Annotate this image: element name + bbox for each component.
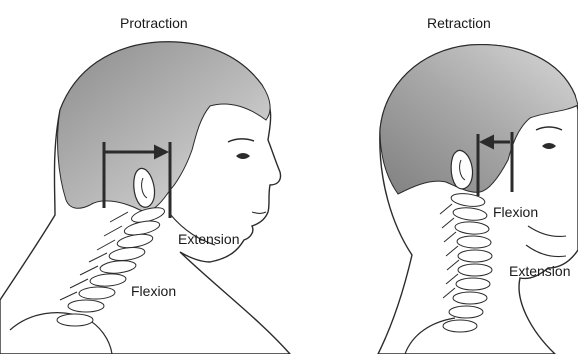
retraction-panel <box>378 45 578 354</box>
retraction-lower-label: Extension <box>509 264 570 278</box>
protraction-panel <box>0 42 290 354</box>
retraction-title: Retraction <box>427 16 491 30</box>
protraction-title: Protraction <box>120 16 188 30</box>
protraction-upper-label: Extension <box>178 232 239 246</box>
retraction-upper-label: Flexion <box>493 205 538 219</box>
protraction-lower-label: Flexion <box>131 284 176 298</box>
